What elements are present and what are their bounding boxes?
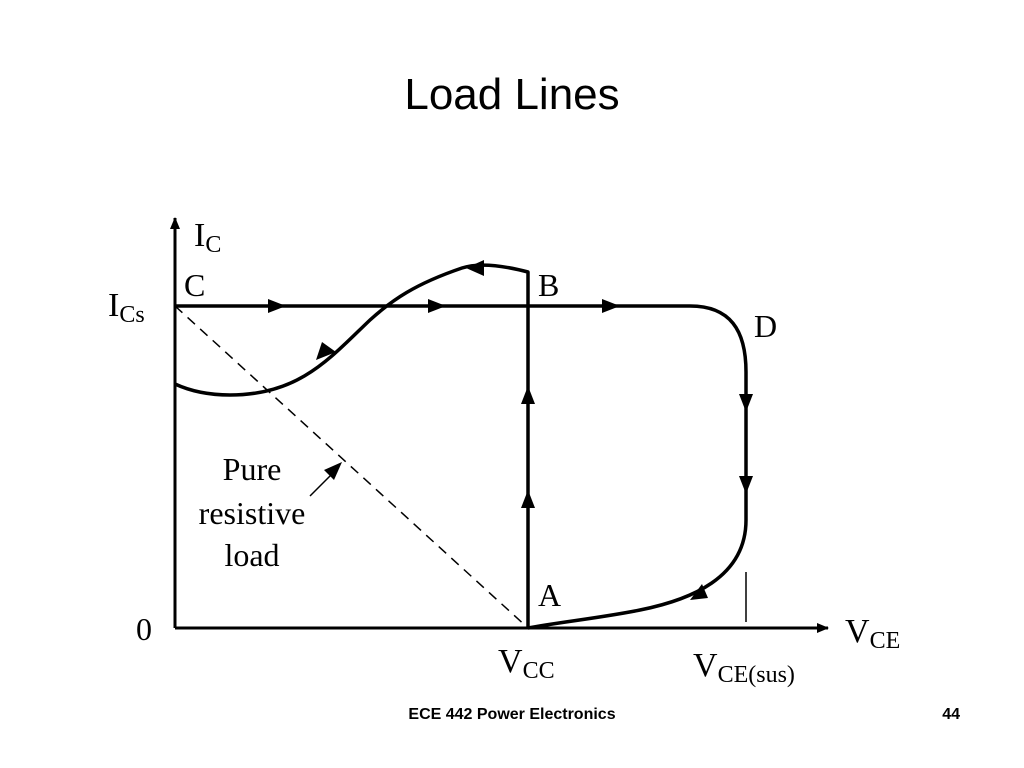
slide-title: Load Lines [404,70,620,119]
turn-off-wave-path [174,263,530,628]
arrow-right-3 [602,299,620,313]
annotation-line-1: Pure [223,451,282,487]
arrow-up-2 [521,490,535,508]
ics-to-d-path [175,304,748,630]
vcc-label: VCC [498,643,555,684]
arrow-down-1 [739,394,753,412]
vcesus-label: VCE(sus) [693,647,795,688]
arrow-down-left-wave [316,342,336,360]
point-d-label: D [754,308,777,344]
arrow-down-left-d [690,584,708,600]
point-a-label: A [538,577,561,613]
annotation-line-3: load [224,537,279,573]
point-b-label: B [538,267,559,303]
ics-label: ICs [108,287,145,328]
arrow-left-top [466,260,484,276]
arrow-right-2 [428,299,446,313]
x-axis-label: VCE [845,613,900,654]
annotation-line-2: resistive [199,495,306,531]
arrow-right-1 [268,299,286,313]
y-axis-label: IC [194,217,221,258]
resistive-load-line [174,305,529,629]
footer-page-number: 44 [942,706,960,723]
arrow-down-2 [739,476,753,494]
footer-course: ECE 442 Power Electronics [408,706,616,723]
arrow-up-1 [521,386,535,404]
origin-label: 0 [136,611,152,647]
point-c-label: C [184,267,205,303]
annotation-pointer-head [324,462,342,480]
